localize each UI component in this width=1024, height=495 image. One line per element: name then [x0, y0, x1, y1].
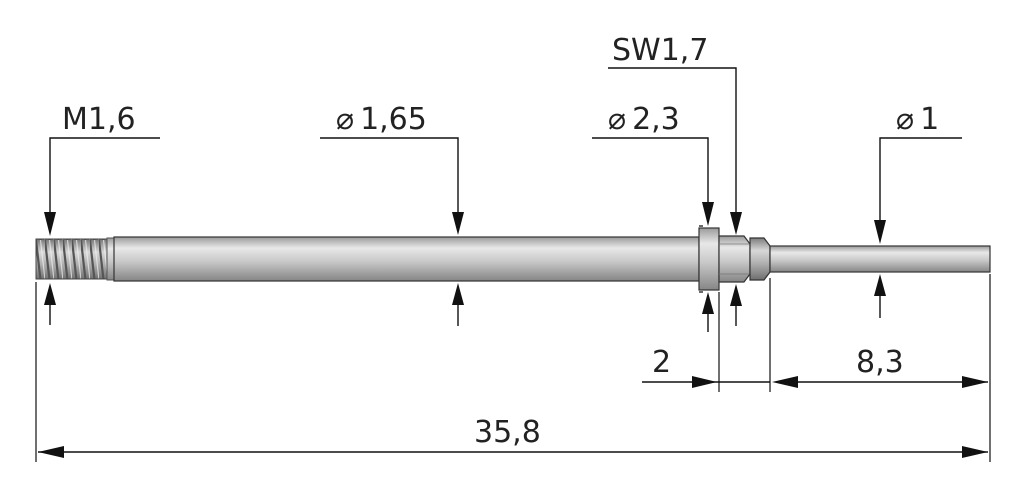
dim-shaft-diameter: ⌀1,65 — [320, 102, 464, 326]
diameter-symbol: ⌀ — [896, 102, 914, 137]
shaft-diameter-label: ⌀1,65 — [336, 102, 427, 137]
dim-tip-length: 8,3 — [798, 345, 988, 388]
dim-collar-width: 2 — [642, 345, 798, 388]
dim-collar-diameter: ⌀2,3 — [592, 102, 714, 332]
tip-diameter-label: ⌀1 — [896, 102, 939, 137]
dim-tip-diameter: ⌀1 — [874, 102, 962, 318]
main-shaft — [113, 236, 700, 282]
dim-total-length: 35,8 — [38, 415, 988, 458]
threaded-section — [35, 238, 109, 280]
collar-width-label: 2 — [652, 345, 671, 380]
diameter-symbol: ⌀ — [608, 102, 626, 137]
extension-lines — [35, 274, 991, 462]
tip-section — [769, 245, 991, 273]
collar-flange — [698, 227, 720, 291]
wrench-size-label: SW1,7 — [612, 33, 708, 68]
pin-part — [35, 227, 991, 291]
diameter-symbol: ⌀ — [336, 102, 354, 137]
dim-wrench-size: SW1,7 — [608, 33, 742, 326]
thread-label: M1,6 — [62, 102, 136, 137]
dim-thread: M1,6 — [44, 102, 160, 325]
tip-length-label: 8,3 — [856, 345, 904, 380]
collar-diameter-label: ⌀2,3 — [608, 102, 680, 137]
transition-ring — [749, 237, 771, 281]
total-length-label: 35,8 — [474, 415, 541, 450]
hex-section — [718, 235, 751, 283]
